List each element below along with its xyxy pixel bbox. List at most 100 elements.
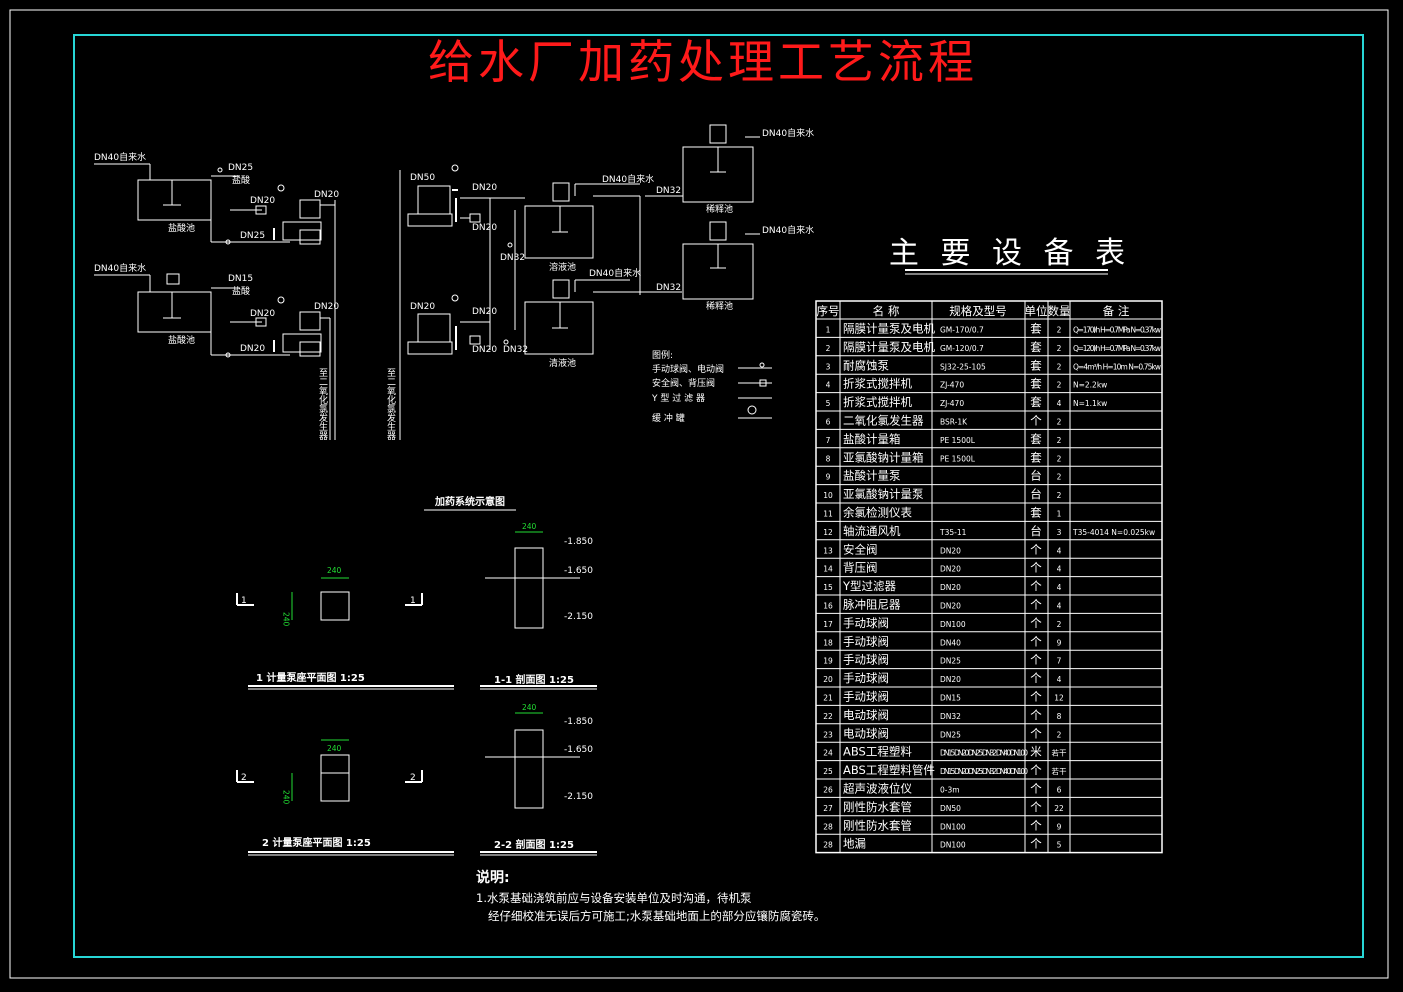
table-cell: 7: [826, 436, 831, 445]
table-cell: 6: [826, 418, 831, 427]
table-cell: 个: [1030, 671, 1042, 685]
table-cell: 11: [823, 510, 833, 519]
label-acid-2: 盐酸: [232, 285, 250, 297]
acid-tank-1: [137, 179, 212, 221]
table-cell: 4: [826, 381, 831, 390]
table-cell: 9: [1057, 822, 1062, 831]
svg-text:240: 240: [282, 790, 291, 805]
table-cell: DN15: [940, 694, 961, 703]
table-cell: 4: [1057, 546, 1062, 555]
table-cell: 个: [1030, 616, 1042, 630]
table-header-cell: 名 称: [873, 304, 900, 318]
table-cell: 轴流通风机: [843, 524, 901, 538]
table-cell: 16: [823, 602, 833, 611]
table-cell: N=2.2kw: [1073, 381, 1107, 390]
table-cell: 套: [1030, 432, 1042, 446]
table-cell: 22: [823, 712, 833, 721]
pump-base-section-1: [514, 547, 544, 629]
table-cell: 4: [1057, 565, 1062, 574]
table-cell: 安全阀: [843, 542, 878, 556]
label-dilution-tank-2: 稀释池: [706, 300, 733, 312]
table-cell: 2: [1057, 473, 1062, 482]
table-cell: 台: [1030, 524, 1042, 538]
table-cell: DN25: [940, 730, 961, 739]
table-cell: Q=170l/h H=0.7MPa N=0.37kw: [1073, 326, 1161, 335]
table-cell: 个: [1030, 414, 1042, 428]
table-cell: 2: [1057, 730, 1062, 739]
label-clear-tank: 清液池: [549, 357, 576, 369]
table-cell: 套: [1030, 322, 1042, 336]
table-cell: 10: [823, 491, 833, 500]
pump-base-plan-1: [320, 591, 350, 621]
drawing-border: [73, 34, 1364, 958]
table-cell: 6: [1057, 786, 1062, 795]
legend-title: 图例:: [652, 349, 673, 361]
label-tap-water-1: DN40自来水: [94, 151, 146, 163]
label-dissolve-tank: 溶液池: [549, 261, 576, 273]
legend-item-3: Y 型 过 滤 器: [651, 392, 705, 404]
table-cell: ZJ-470: [940, 399, 964, 408]
label-tap-water-4: DN40自来水: [589, 267, 641, 279]
svg-text:240: 240: [522, 522, 537, 531]
table-cell: N=1.1kw: [1073, 399, 1107, 408]
table-cell: 4: [1057, 602, 1062, 611]
svg-text:240: 240: [282, 612, 291, 627]
table-header-cell: 数量: [1048, 304, 1071, 318]
table-header-cell: 备 注: [1103, 304, 1130, 318]
table-cell: 2: [1057, 620, 1062, 629]
mixer-3: [709, 124, 727, 144]
table-cell: 折浆式搅拌机: [843, 377, 912, 391]
table-cell: 若干: [1052, 748, 1068, 758]
svg-text:DN20: DN20: [472, 223, 497, 233]
table-cell: 套: [1030, 506, 1042, 520]
svg-text:DN20: DN20: [314, 190, 339, 200]
label-tap-water-6: DN40自来水: [762, 224, 814, 236]
svg-text:-1.850: -1.850: [564, 537, 593, 547]
table-cell: 个: [1030, 726, 1042, 740]
table-cell: 脉冲阻尼器: [843, 598, 901, 612]
table-cell: DN20: [940, 675, 961, 684]
legend-item-4: 缓 冲 罐: [652, 412, 685, 424]
label-acid-1: 盐酸: [232, 174, 250, 186]
system-caption: 加药系统示意图: [434, 495, 505, 508]
pump-base-details: 1 1 240 240 1 计量泵座平面图 1:25 240 -1.850 -1…: [236, 522, 597, 856]
legend-item-2: 安全阀、背压阀: [652, 377, 715, 389]
table-cell: 余氯检测仪表: [843, 506, 912, 520]
table-cell: 隔膜计量泵及电机: [843, 340, 935, 354]
table-cell: DN100: [940, 841, 966, 850]
table-cell: DN40: [940, 638, 961, 647]
table-cell: 28: [823, 841, 833, 850]
table-cell: ABS工程塑料管件: [843, 763, 935, 777]
label-tap-water-3: DN40自来水: [602, 173, 654, 185]
table-cell: DN20: [940, 565, 961, 574]
table-cell: DN50: [940, 804, 961, 813]
table-cell: 手动球阀: [843, 616, 889, 630]
table-cell: DN100: [940, 620, 966, 629]
table-cell: 14: [823, 565, 833, 574]
svg-text:DN25: DN25: [240, 231, 265, 241]
table-cell: 4: [1057, 583, 1062, 592]
svg-text:DN32: DN32: [656, 186, 681, 196]
legend-item-1: 手动球阀、电动阀: [652, 363, 724, 375]
table-cell: 折浆式搅拌机: [843, 395, 912, 409]
table-cell: DN25: [940, 657, 961, 666]
svg-text:DN32: DN32: [503, 345, 528, 355]
table-cell: DN15 DN20 DN25 DN32 DN40 DN100: [940, 767, 1028, 776]
table-cell: 7: [1057, 657, 1062, 666]
table-cell: 19: [823, 657, 833, 666]
svg-text:-1.850: -1.850: [564, 717, 593, 727]
table-cell: 个: [1030, 837, 1042, 851]
